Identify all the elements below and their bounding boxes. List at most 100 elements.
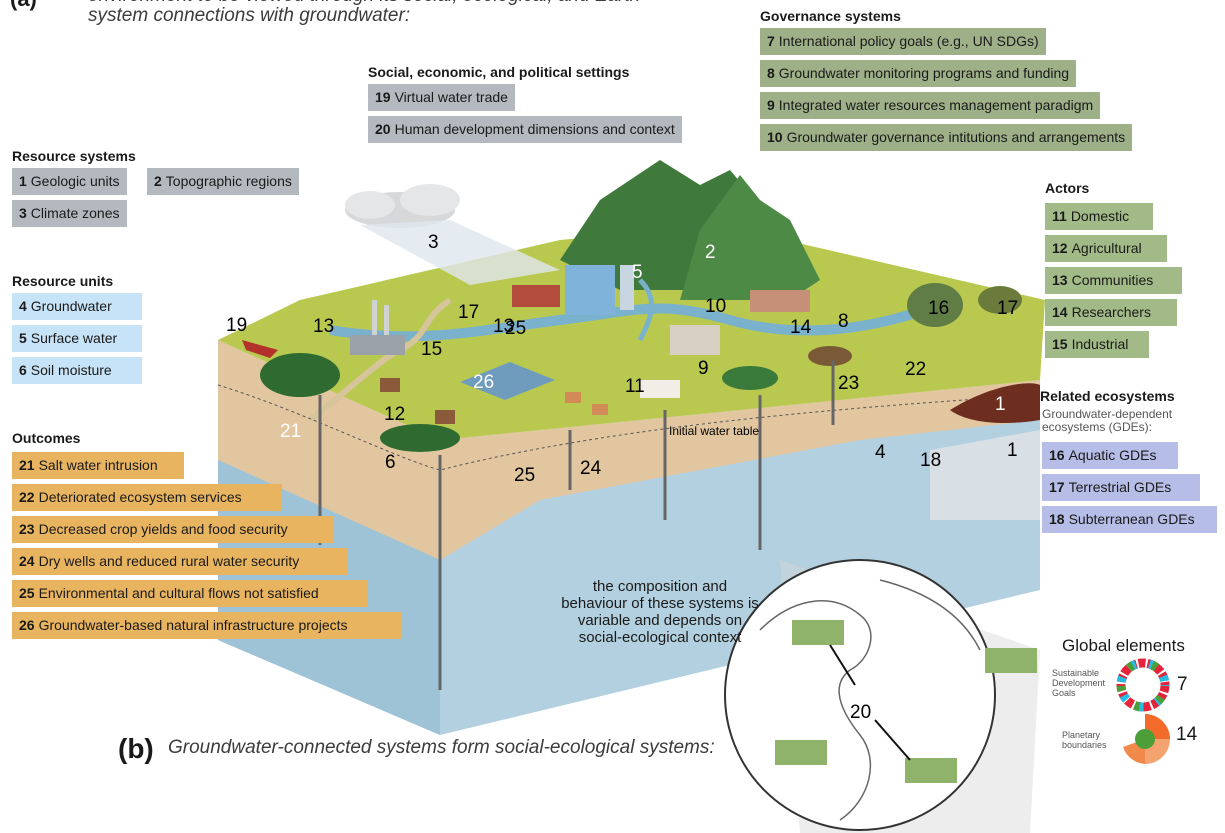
resource-units-title: Resource units bbox=[12, 273, 114, 289]
svg-text:18: 18 bbox=[920, 450, 941, 471]
continents bbox=[759, 579, 981, 821]
gde-subtitle: Groundwater-dependent ecosystems (GDEs): bbox=[1042, 407, 1173, 434]
svg-text:17: 17 bbox=[458, 302, 479, 323]
globe bbox=[724, 559, 996, 831]
crop-field bbox=[808, 346, 852, 366]
svg-text:14: 14 bbox=[790, 317, 812, 338]
crop-field bbox=[380, 424, 460, 452]
svg-text:11: 11 bbox=[625, 376, 645, 397]
svg-text:13: 13 bbox=[313, 316, 334, 337]
mini-block bbox=[792, 620, 844, 645]
svg-text:12: 12 bbox=[384, 404, 405, 425]
planetary-boundaries-label: Planetary boundaries bbox=[1062, 730, 1107, 750]
factory bbox=[350, 335, 405, 355]
outcomes-title: Outcomes bbox=[12, 430, 81, 446]
social-settings-title: Social, economic, and political settings bbox=[368, 64, 630, 80]
intro-text: environment to be viewed through its soc… bbox=[88, 0, 640, 26]
sdg-number: 7 bbox=[1177, 674, 1188, 695]
apartments bbox=[512, 285, 560, 307]
globe-graphic: 20 bbox=[724, 559, 1040, 833]
svg-text:24: 24 bbox=[580, 458, 602, 479]
related-ecosystems-title: Related ecosystems bbox=[1040, 388, 1175, 404]
global-elements-title: Global elements bbox=[1062, 636, 1185, 655]
svg-text:21: 21 bbox=[280, 421, 301, 442]
crop-field bbox=[260, 353, 340, 397]
composition-caption: the composition and behaviour of these s… bbox=[561, 578, 759, 646]
river bbox=[329, 295, 952, 342]
svg-text:8: 8 bbox=[838, 311, 849, 332]
svg-text:17: 17 bbox=[997, 298, 1018, 319]
resource-systems-title: Resource systems bbox=[12, 148, 136, 164]
stream bbox=[637, 278, 655, 342]
infrastructure-plot bbox=[460, 362, 555, 400]
soil-front-layer bbox=[218, 340, 440, 560]
panel-a-label: (a) bbox=[10, 0, 37, 12]
planetary-boundaries-number: 14 bbox=[1176, 724, 1198, 745]
ship bbox=[242, 340, 278, 358]
mini-block bbox=[985, 648, 1037, 673]
house bbox=[565, 392, 581, 403]
svg-text:5: 5 bbox=[632, 262, 643, 283]
crop-field bbox=[722, 366, 778, 390]
sdg-label: Sustainable Development Goals bbox=[1052, 668, 1106, 698]
svg-text:25: 25 bbox=[505, 318, 526, 339]
svg-text:9: 9 bbox=[698, 358, 709, 379]
svg-text:13: 13 bbox=[493, 316, 514, 337]
svg-text:25: 25 bbox=[514, 465, 535, 486]
rock-unit bbox=[950, 383, 1040, 423]
manor bbox=[750, 290, 810, 312]
tree-canopy bbox=[978, 286, 1022, 314]
svg-text:26: 26 bbox=[473, 372, 494, 393]
panel-b-text: Groundwater-connected systems form socia… bbox=[168, 737, 715, 758]
planetary-boundaries-icon bbox=[1123, 714, 1170, 764]
svg-text:6: 6 bbox=[385, 452, 396, 473]
mini-block bbox=[905, 758, 957, 783]
globe-num: 20 bbox=[850, 702, 871, 723]
mountain-peak bbox=[680, 175, 820, 300]
water-table-line bbox=[217, 384, 1041, 471]
svg-text:1: 1 bbox=[995, 394, 1006, 415]
panel-b-label: (b) bbox=[118, 733, 154, 764]
house bbox=[640, 380, 680, 398]
land-surface bbox=[218, 225, 1045, 440]
capitol bbox=[670, 325, 720, 355]
rain bbox=[360, 220, 560, 285]
wetland bbox=[907, 283, 963, 327]
subterranean-karst bbox=[930, 430, 1040, 520]
house bbox=[592, 404, 608, 415]
city-towers bbox=[565, 265, 615, 315]
actors-title: Actors bbox=[1045, 180, 1090, 196]
svg-text:10: 10 bbox=[705, 296, 726, 317]
svg-text:4: 4 bbox=[875, 442, 886, 463]
svg-text:2: 2 bbox=[705, 242, 716, 263]
barn bbox=[435, 410, 455, 424]
svg-text:16: 16 bbox=[928, 298, 949, 319]
svg-text:15: 15 bbox=[421, 339, 442, 360]
svg-text:22: 22 bbox=[905, 359, 926, 380]
water-table-label: Initial water table bbox=[669, 424, 759, 438]
svg-text:23: 23 bbox=[838, 373, 859, 394]
